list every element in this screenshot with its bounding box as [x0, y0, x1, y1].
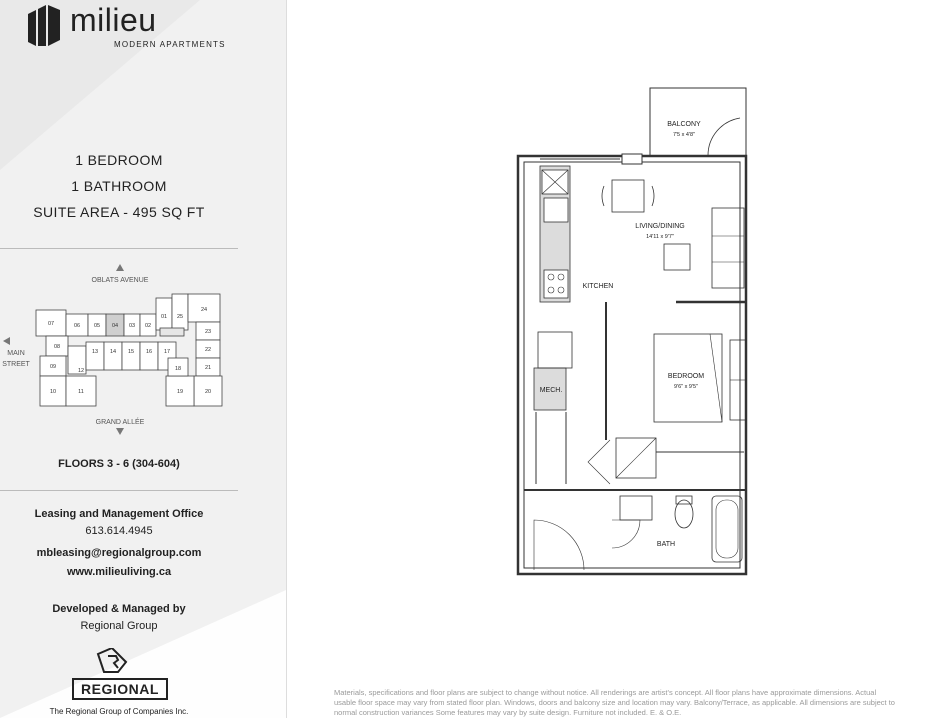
entry-door-swing	[533, 519, 585, 571]
north-street-label: OBLATS AVENUE	[92, 277, 149, 284]
unit-18: 18	[175, 366, 181, 372]
regional-r-logo-icon	[96, 648, 128, 673]
exterior-walls	[516, 154, 748, 576]
unit-16: 16	[146, 349, 152, 355]
unit-11: 11	[78, 389, 84, 395]
unit-15: 15	[128, 349, 134, 355]
bath-vanity	[619, 495, 653, 521]
west-arrow-icon	[3, 337, 10, 345]
suite-area: SUITE AREA - 495 SQ FT	[33, 204, 205, 220]
balcony-label: BALCONY	[667, 121, 701, 128]
unit-25: 25	[177, 314, 183, 320]
south-street-label: GRAND ALLÉE	[96, 417, 145, 426]
office-email[interactable]: mbleasing@regionalgroup.com	[36, 547, 202, 559]
key-plan-units	[35, 293, 223, 407]
west-street-label-1: MAIN	[7, 350, 25, 357]
shower-stall	[615, 437, 657, 479]
mech-room	[533, 367, 567, 411]
office-name: Leasing and Management Office	[34, 508, 204, 520]
unit-09: 09	[50, 364, 56, 370]
living-dimension: 14'11 x 9'7"	[646, 234, 674, 240]
north-arrow-icon	[116, 264, 124, 271]
disclaimer-line-2: usable floor space may vary from stated …	[334, 698, 895, 707]
unit-08: 08	[54, 344, 60, 350]
bedroom-label: BEDROOM	[668, 373, 704, 380]
brand-tagline: MODERN APARTMENTS	[114, 40, 226, 49]
west-street-label-2: STREET	[2, 361, 30, 368]
unit-03: 03	[129, 323, 135, 329]
regional-logo-text: REGIONAL	[72, 678, 168, 700]
panel-divider	[286, 0, 287, 718]
kitchen-label: KITCHEN	[583, 283, 614, 290]
bedroom-count: 1 BEDROOM	[75, 152, 163, 168]
unit-06: 06	[74, 323, 80, 329]
unit-17: 17	[164, 349, 170, 355]
living-label: LIVING/DINING	[635, 223, 684, 230]
unit-22: 22	[205, 347, 211, 353]
unit-24: 24	[201, 307, 207, 313]
unit-05: 05	[94, 323, 100, 329]
bed	[653, 333, 723, 423]
bedroom-dimension: 9'6" x 9'5"	[674, 384, 698, 390]
mech-label: MECH.	[540, 387, 563, 394]
floors-label: FLOORS 3 - 6 (304-604)	[58, 458, 180, 470]
developer-name: Regional Group	[80, 620, 158, 632]
milieu-logo-icon	[28, 5, 60, 46]
disclaimer-line-3: normal construction variances Some featu…	[334, 708, 682, 717]
unit-13: 13	[92, 349, 98, 355]
sofa	[711, 207, 745, 289]
unit-14: 14	[110, 349, 116, 355]
floor-plan: BALCONY 7'5 x 4'8" LIVING/DINING 14'11 x…	[516, 87, 748, 576]
toilet	[674, 499, 694, 529]
unit-04: 04	[112, 323, 118, 329]
building-key-plan: OBLATS AVENUE MAIN STREET GRAND ALLÉE	[2, 264, 223, 435]
dining-table	[611, 179, 645, 213]
balcony-dimension: 7'5 x 4'8"	[673, 132, 695, 138]
bathtub	[711, 495, 743, 563]
south-arrow-icon	[116, 428, 124, 435]
coffee-table	[663, 243, 691, 271]
balcony-door-swing	[707, 117, 741, 157]
unit-21: 21	[205, 365, 211, 371]
office-phone[interactable]: 613.614.4945	[85, 525, 153, 537]
unit-10: 10	[50, 389, 56, 395]
brand-name: milieu	[70, 2, 157, 38]
unit-23: 23	[205, 329, 211, 335]
unit-07: 07	[48, 321, 54, 327]
website-link[interactable]: www.milieuliving.ca	[66, 566, 172, 578]
bath-label: BATH	[657, 541, 675, 548]
divider-middle	[0, 490, 238, 491]
stove	[543, 269, 569, 299]
kitchen-sink	[543, 197, 569, 223]
unit-19: 19	[177, 389, 183, 395]
unit-01: 01	[161, 314, 167, 320]
unit-12: 12	[78, 368, 84, 374]
regional-company-name: The Regional Group of Companies Inc.	[49, 707, 189, 716]
divider-top	[0, 248, 238, 249]
bathroom-count: 1 BATHROOM	[71, 178, 167, 194]
unit-02: 02	[145, 323, 151, 329]
developed-by-label: Developed & Managed by	[52, 603, 186, 615]
unit-20: 20	[205, 389, 211, 395]
disclaimer: Materials, specifications and floor plan…	[334, 688, 952, 718]
disclaimer-line-1: Materials, specifications and floor plan…	[334, 688, 877, 697]
